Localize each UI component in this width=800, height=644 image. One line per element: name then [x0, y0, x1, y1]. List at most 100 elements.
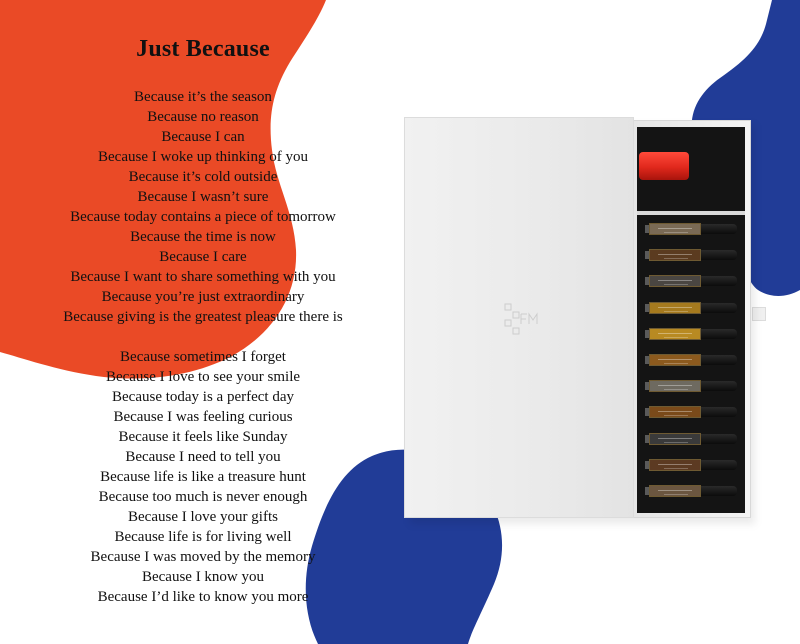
- vial-label-line: [658, 437, 692, 439]
- poem-line: Because you’re just extraordinary: [101, 289, 305, 305]
- vial-label-line: [658, 254, 692, 256]
- vial-cap: [701, 407, 737, 418]
- vial-cap: [701, 302, 737, 313]
- poem-line: Because today contains a piece of tomorr…: [70, 209, 336, 225]
- vial-cap: [701, 250, 737, 261]
- poem-line: Because it’s the season: [134, 89, 272, 105]
- vial-label: [649, 327, 701, 340]
- perfume-vial: [645, 223, 737, 235]
- vial-label-line: [658, 359, 692, 360]
- vial-label-line: [664, 284, 688, 286]
- vial-label-line: [658, 332, 692, 334]
- vial-label-line: [658, 463, 692, 465]
- poem-line: Because life is for living well: [114, 529, 292, 545]
- vial-label: [649, 432, 701, 445]
- poem-line: Because I know you: [141, 569, 265, 585]
- perfume-vial: [645, 354, 737, 366]
- poem-line: Because I woke up thinking of you: [98, 149, 308, 165]
- vial-tip: [645, 356, 649, 364]
- vial-label: [649, 249, 701, 262]
- vial-label-line: [658, 306, 692, 308]
- tray-interior: [637, 127, 745, 513]
- poem-line: Because it’s cold outside: [128, 169, 278, 185]
- poem-line: Because I love your gifts: [128, 509, 278, 525]
- vial-label-line: [664, 232, 688, 233]
- vial-tip: [645, 434, 649, 443]
- vial-label-line: [664, 310, 688, 312]
- vial-tip: [645, 382, 649, 391]
- poem-line: Because I was feeling curious: [113, 409, 293, 425]
- vial-label: [649, 275, 701, 288]
- poem-line: Because I love to see your smile: [105, 369, 301, 385]
- perfume-vial: [645, 249, 737, 262]
- vial-label-line: [664, 441, 688, 443]
- box-tab: [752, 307, 766, 321]
- tray-divider: [637, 211, 745, 215]
- poem-line: Because life is like a treasure hunt: [100, 469, 306, 485]
- vial-label-line: [658, 228, 692, 229]
- perfume-vial: [645, 485, 737, 497]
- vial-cap: [701, 381, 737, 392]
- vial-label-line: [664, 336, 688, 338]
- vial-cap: [701, 459, 737, 470]
- perfume-vial: [645, 406, 737, 419]
- poem-line: Because no reason: [147, 109, 259, 125]
- vial-tip: [645, 225, 649, 233]
- vial-cap: [701, 328, 737, 339]
- perfume-vial: [645, 432, 737, 445]
- poem-line: Because I’d like to know you more: [97, 589, 309, 605]
- perfume-vial: [645, 380, 737, 393]
- vial-label: [649, 354, 701, 366]
- box-tray: [632, 120, 751, 518]
- vial-label-line: [664, 258, 688, 260]
- perfume-vial: [645, 301, 737, 314]
- vial-label: [649, 301, 701, 314]
- vial-label-line: [658, 385, 692, 387]
- vial-tip: [645, 329, 649, 338]
- vial-cap: [701, 276, 737, 287]
- vial-cap: [701, 486, 737, 496]
- vial-label-line: [658, 411, 692, 413]
- poem-line: Because it feels like Sunday: [118, 429, 288, 445]
- perfume-vial: [645, 275, 737, 288]
- poem-line: Because I can: [161, 129, 245, 145]
- poem-line: Because I wasn’t sure: [137, 189, 269, 205]
- poem-line: Because I want to share something with y…: [70, 269, 336, 285]
- poem-line: Because the time is now: [130, 229, 276, 245]
- poem-line: Because too much is never enough: [98, 489, 308, 505]
- poem-title: Just Because: [136, 36, 270, 62]
- vial-tip: [645, 460, 649, 469]
- vial-label: [649, 380, 701, 393]
- poem-line: Because I was moved by the memory: [90, 549, 316, 565]
- vial-label: [649, 485, 701, 497]
- vial-cap: [701, 224, 737, 234]
- poem-line: Because today is a perfect day: [112, 389, 294, 405]
- vial-tip: [645, 487, 649, 495]
- vial-cap: [701, 433, 737, 444]
- perfume-vial: [645, 458, 737, 471]
- vial-label: [649, 458, 701, 471]
- poem-line: Because I care: [159, 249, 247, 265]
- vial-label-line: [658, 280, 692, 282]
- red-atomizer: [639, 152, 689, 180]
- brand-logo-icon: [504, 303, 538, 335]
- vial-label-line: [664, 494, 688, 495]
- vial-label: [649, 223, 701, 235]
- vial-tip: [645, 251, 649, 260]
- poem-line: Because giving is the greatest pleasure …: [63, 309, 343, 325]
- perfume-vial: [645, 327, 737, 340]
- vial-tip: [645, 303, 649, 312]
- vial-cap: [701, 355, 737, 365]
- vial-tip: [645, 408, 649, 417]
- vial-list: [645, 223, 741, 509]
- vial-label-line: [658, 490, 692, 491]
- vial-tip: [645, 277, 649, 286]
- box-lid: [404, 117, 634, 518]
- vial-label-line: [664, 363, 688, 364]
- orange-blob: [0, 0, 326, 379]
- perfume-gift-box: [404, 117, 755, 524]
